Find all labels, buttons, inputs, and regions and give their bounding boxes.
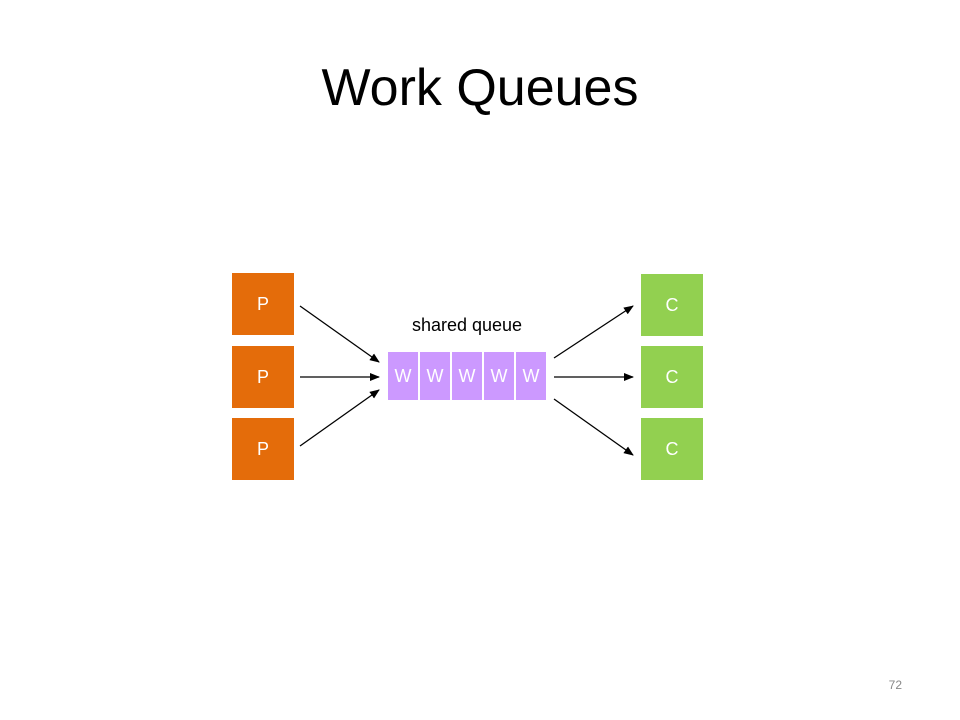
queue-item-2: W — [420, 352, 450, 400]
queue-item-5: W — [516, 352, 546, 400]
consumer-box-1: C — [641, 274, 703, 336]
arrow-producer-1-to-queue — [299, 305, 380, 363]
producer-box-2: P — [232, 346, 294, 408]
consumer-box-3: C — [641, 418, 703, 480]
shared-queue-label: shared queue — [411, 315, 523, 335]
queue-item-4: W — [484, 352, 514, 400]
queue-item-3: W — [452, 352, 482, 400]
producer-box-3: P — [232, 418, 294, 480]
arrow-producer-3-to-queue — [299, 389, 380, 447]
arrow-queue-to-consumer-1 — [553, 305, 634, 359]
slide-title: Work Queues — [321, 59, 639, 117]
producer-box-1: P — [232, 273, 294, 335]
arrow-queue-to-consumer-3 — [553, 398, 634, 456]
queue-item-1: W — [388, 352, 418, 400]
page-number: 72 — [888, 678, 902, 692]
consumer-box-2: C — [641, 346, 703, 408]
